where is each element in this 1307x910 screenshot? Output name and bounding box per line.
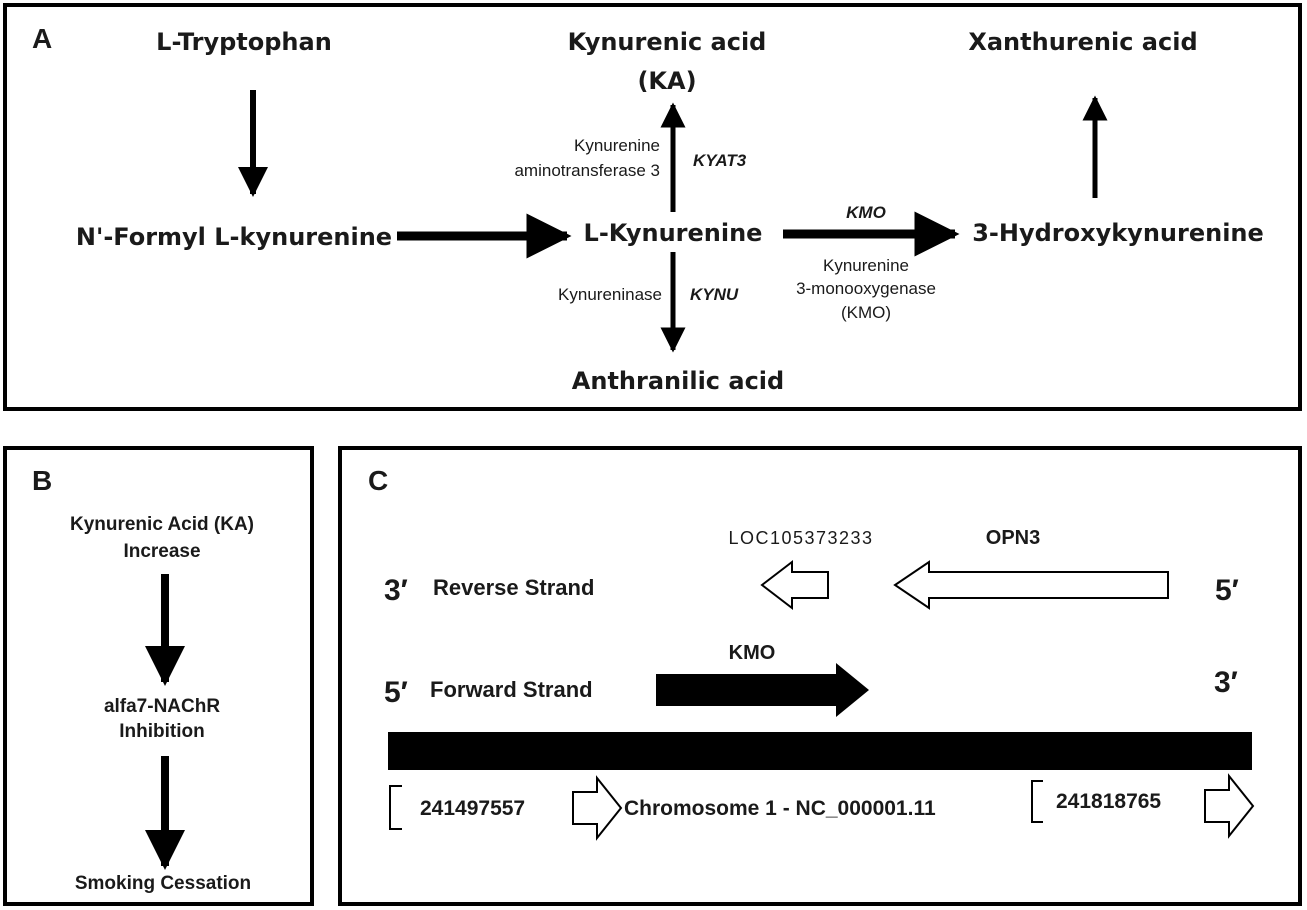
enzyme-kmo-label: Kynurenine — [823, 256, 909, 275]
panel-a-label: A — [32, 23, 52, 54]
outcome-nachr-inhibition: alfa7-NAChR — [104, 696, 220, 717]
start-coordinate: 241497557 — [420, 797, 525, 820]
end-coordinate-bracket — [1031, 780, 1043, 823]
outcome-ka-increase: Kynurenic Acid (KA) — [70, 514, 254, 535]
enzyme-kyat3-label-line2: aminotransferase 3 — [514, 161, 660, 180]
gene-opn3-label: OPN3 — [986, 527, 1040, 549]
forward-strand-label: Forward Strand — [430, 677, 593, 702]
end-direction-arrow — [1204, 773, 1255, 839]
forward-strand-5prime: 5′ — [384, 676, 408, 709]
start-direction-arrow — [572, 775, 623, 841]
gene-kynu: KYNU — [690, 285, 739, 304]
chromosome-label: Chromosome 1 - NC_000001.11 — [624, 797, 936, 820]
start-coordinate-bracket — [389, 785, 402, 830]
node-kynurenic-acid: Kynurenic acid — [568, 28, 767, 56]
gene-kmo-arrow — [656, 663, 869, 717]
chromosome-bar — [388, 732, 1252, 770]
enzyme-kyat3-label: Kynurenine — [574, 136, 660, 155]
outcome-ka-increase-line2: Increase — [123, 541, 200, 562]
gene-kyat3: KYAT3 — [693, 151, 747, 170]
panel-c-frame — [338, 446, 1302, 906]
end-coordinate: 241818765 — [1056, 790, 1161, 813]
node-anthranilic-acid: Anthranilic acid — [572, 367, 784, 395]
reverse-strand-5prime: 5′ — [1215, 574, 1239, 607]
node-xanthurenic-acid: Xanthurenic acid — [968, 28, 1197, 56]
node-3-hydroxykynurenine: 3-Hydroxykynurenine — [972, 219, 1264, 247]
forward-strand-3prime: 3′ — [1214, 666, 1238, 699]
reverse-strand-label: Reverse Strand — [433, 575, 594, 600]
outcome-smoking-cessation: Smoking Cessation — [75, 873, 251, 894]
node-n-formyl-l-kynurenine: N'-Formyl L-kynurenine — [76, 223, 392, 251]
node-l-kynurenine: L-Kynurenine — [584, 219, 763, 247]
reverse-strand-3prime: 3′ — [384, 574, 408, 607]
enzyme-kmo-label-line3: (KMO) — [841, 303, 891, 322]
enzyme-kynureninase-label: Kynureninase — [558, 285, 662, 304]
panel-b-frame — [3, 446, 314, 906]
gene-loc105373233-label: LOC105373233 — [728, 528, 873, 548]
gene-kmo-pathway: KMO — [846, 203, 886, 222]
panel-c-label: C — [368, 465, 388, 496]
enzyme-kmo-label-line2: 3-monooxygenase — [796, 279, 936, 298]
panel-b-label: B — [32, 465, 52, 496]
panel-a-frame — [3, 3, 1302, 411]
outcome-nachr-inhibition-line2: Inhibition — [119, 721, 204, 742]
node-l-tryptophan: L-Tryptophan — [156, 28, 332, 56]
node-kynurenic-acid-abbrev: (KA) — [637, 67, 696, 95]
gene-opn3-arrow — [893, 560, 1169, 610]
gene-loc105373233-arrow — [760, 559, 829, 611]
gene-kmo-label: KMO — [729, 642, 776, 664]
